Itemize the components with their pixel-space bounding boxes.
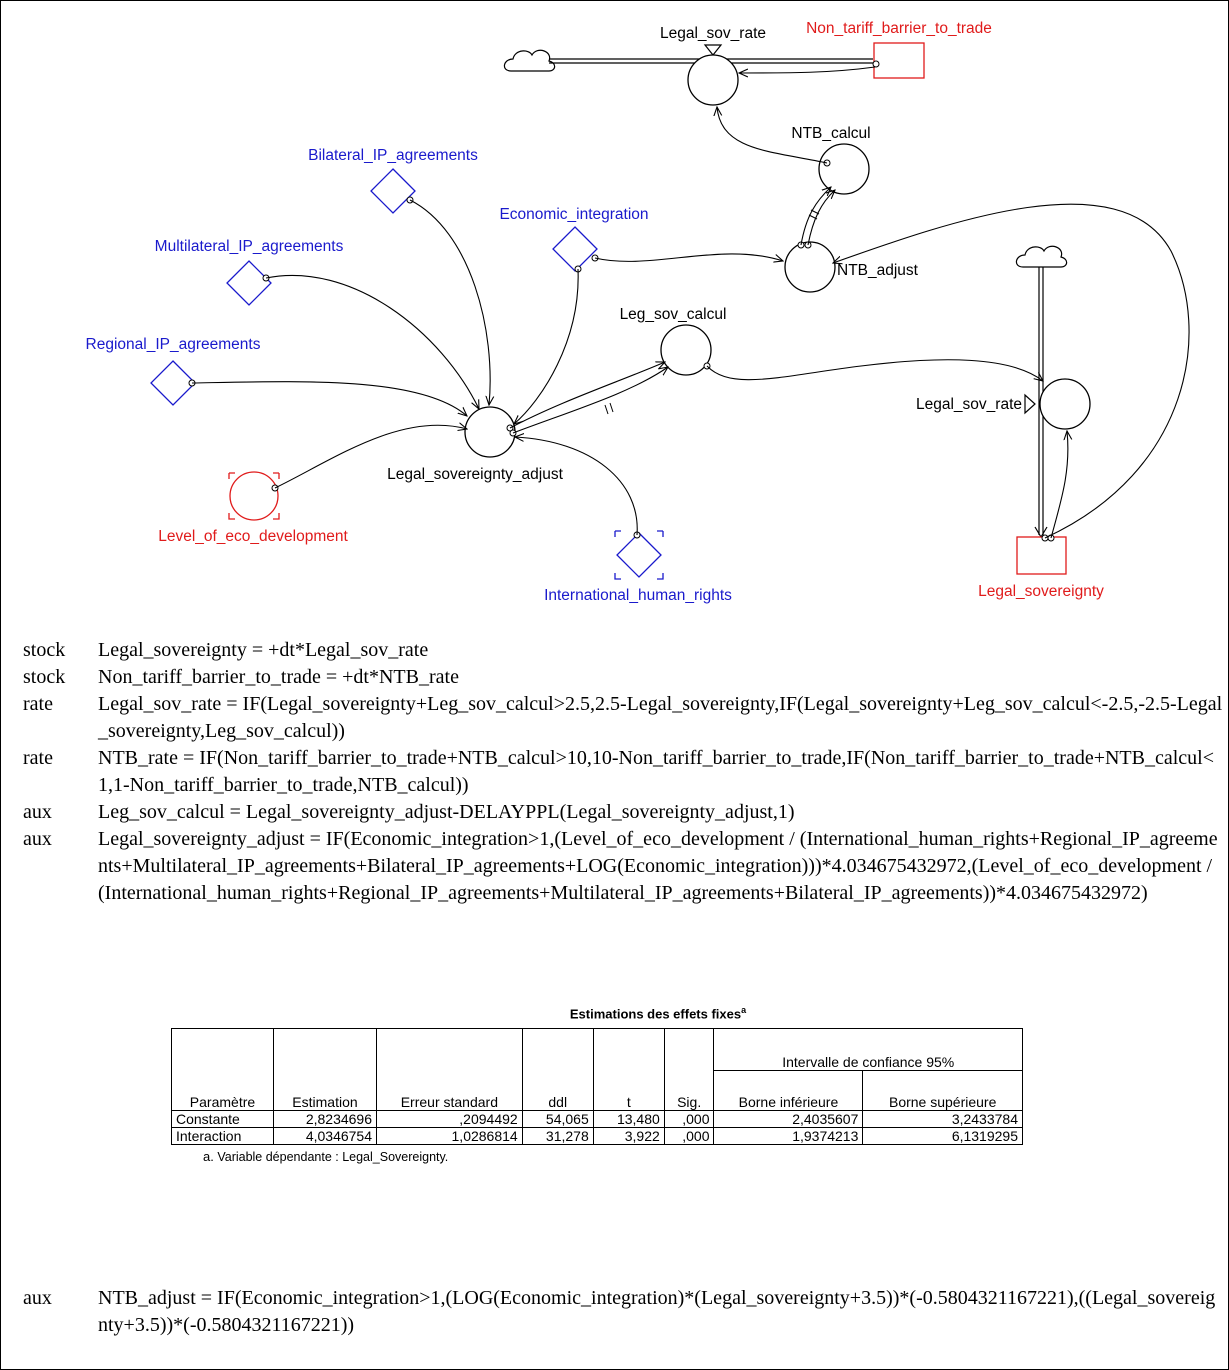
table-footnote: a. Variable dépendante : Legal_Sovereign…: [203, 1149, 449, 1165]
ntb-stock-label: Non_tariff_barrier_to_trade: [806, 20, 992, 37]
legal-sov-rate-valve: [1024, 378, 1091, 430]
equation-text: NTB_rate = IF(Non_tariff_barrier_to_trad…: [98, 747, 1215, 796]
equation-kind: aux: [23, 1287, 52, 1309]
bilateral-ip-label: Bilateral_IP_agreements: [308, 147, 478, 164]
eco-development-node: [228, 471, 280, 521]
equation-row: stock Legal_sovereignty = +dt*Legal_sov_…: [23, 637, 1223, 664]
equation-kind: aux: [23, 801, 52, 823]
legal-sovereignty-adjust-node: [464, 406, 516, 458]
regional-ip-label: Regional_IP_agreements: [86, 336, 261, 353]
header-parameter: Paramètre: [171, 1028, 274, 1112]
ntb-adjust-node: [784, 241, 836, 293]
link-stock-to-ntb-adjust: [833, 203, 1190, 539]
equation-kind: stock: [23, 639, 66, 661]
header-upper-bound: Borne supérieure: [862, 1070, 1023, 1112]
leg-sov-calcul-label: Leg_sov_calcul: [620, 306, 727, 323]
header-estimation: Estimation: [272, 1028, 378, 1112]
eco-development-label: Level_of_eco_development: [158, 528, 348, 545]
human-rights-diamond: [614, 530, 664, 580]
table-row: Interaction 4,0346754 1,0286814 31,278 3…: [171, 1127, 1023, 1146]
link-calcul-to-rate: [717, 107, 828, 164]
multilateral-ip-diamond: [226, 260, 272, 306]
ntb-calcul-label: NTB_calcul: [791, 125, 870, 142]
header-confidence-interval: Intervalle de confiance 95%: [713, 1028, 1023, 1072]
regional-ip-diamond: [150, 360, 196, 406]
equation-row: aux NTB_adjust = IF(Economic_integration…: [23, 1285, 1223, 1339]
equation-text: Non_tariff_barrier_to_trade = +dt*NTB_ra…: [98, 666, 459, 688]
equation-bottom: aux NTB_adjust = IF(Economic_integration…: [23, 1285, 1223, 1339]
bilateral-ip-diamond: [370, 168, 416, 214]
table-title: Estimations des effets fixesa: [569, 1005, 747, 1022]
equation-kind: rate: [23, 747, 53, 769]
ntb-rate-valve: [687, 44, 739, 106]
fixed-effects-table-block: Estimations des effets fixesa Paramètre …: [171, 1005, 1031, 1164]
header-t: t: [592, 1028, 665, 1112]
table-row: Constante 2,8234696 ,2094492 54,065 13,4…: [171, 1110, 1023, 1129]
equation-kind: rate: [23, 693, 53, 715]
economic-integration-label: Economic_integration: [499, 206, 648, 223]
equation-text: NTB_adjust = IF(Economic_integration>1,(…: [98, 1287, 1216, 1336]
cloud-icon: [503, 49, 556, 72]
equations-list: stock Legal_sovereignty = +dt*Legal_sov_…: [23, 637, 1223, 907]
stock-flow-diagram: Legal_sov_rate Non_tariff_barrier_to_tra…: [86, 20, 1190, 604]
leg-sov-calcul-node: [660, 324, 712, 376]
economic-integration-diamond: [552, 226, 599, 273]
header-std-error: Erreur standard: [376, 1028, 523, 1112]
legal-sov-rate-label: Legal_sov_rate: [916, 396, 1022, 413]
cloud-icon: [1015, 245, 1068, 268]
equation-kind: stock: [23, 666, 66, 688]
equation-text: Legal_sovereignty_adjust = IF(Economic_i…: [98, 828, 1218, 904]
ntb-stock: [872, 42, 925, 79]
header-sig: Sig.: [663, 1028, 715, 1112]
equation-row: aux Legal_sovereignty_adjust = IF(Econom…: [23, 826, 1223, 907]
fixed-effects-table: Paramètre Estimation Erreur standard ddl…: [171, 1028, 1023, 1146]
equation-row: rate NTB_rate = IF(Non_tariff_barrier_to…: [23, 745, 1223, 799]
ntb-calcul-node: [818, 143, 870, 195]
link-stock-to-ntb-rate: [739, 66, 876, 73]
legal-sovereignty-adjust-label: Legal_sovereignty_adjust: [387, 466, 563, 483]
header-ddl: ddl: [521, 1028, 594, 1112]
multilateral-ip-label: Multilateral_IP_agreements: [155, 238, 344, 255]
human-rights-label: International_human_rights: [544, 587, 732, 604]
link-calcul-to-legal-rate: [706, 359, 1043, 381]
equation-row: stock Non_tariff_barrier_to_trade = +dt*…: [23, 664, 1223, 691]
ntb-rate-label: Legal_sov_rate: [660, 25, 766, 42]
legal-sovereignty-label: Legal_sovereignty: [978, 583, 1104, 600]
equation-text: Legal_sov_rate = IF(Legal_sovereignty+Le…: [98, 693, 1223, 742]
equation-row: rate Legal_sov_rate = IF(Legal_sovereign…: [23, 691, 1223, 745]
ntb-adjust-label: NTB_adjust: [837, 262, 919, 279]
link-stock-to-rate: [1050, 431, 1068, 539]
equation-row: aux Leg_sov_calcul = Legal_sovereignty_a…: [23, 799, 1223, 826]
equation-text: Leg_sov_calcul = Legal_sovereignty_adjus…: [98, 801, 795, 823]
legal-sovereignty-stock: [1016, 536, 1067, 575]
equation-text: Legal_sovereignty = +dt*Legal_sov_rate: [98, 639, 429, 661]
equation-kind: aux: [23, 828, 52, 850]
header-lower-bound: Borne inférieure: [713, 1070, 864, 1112]
